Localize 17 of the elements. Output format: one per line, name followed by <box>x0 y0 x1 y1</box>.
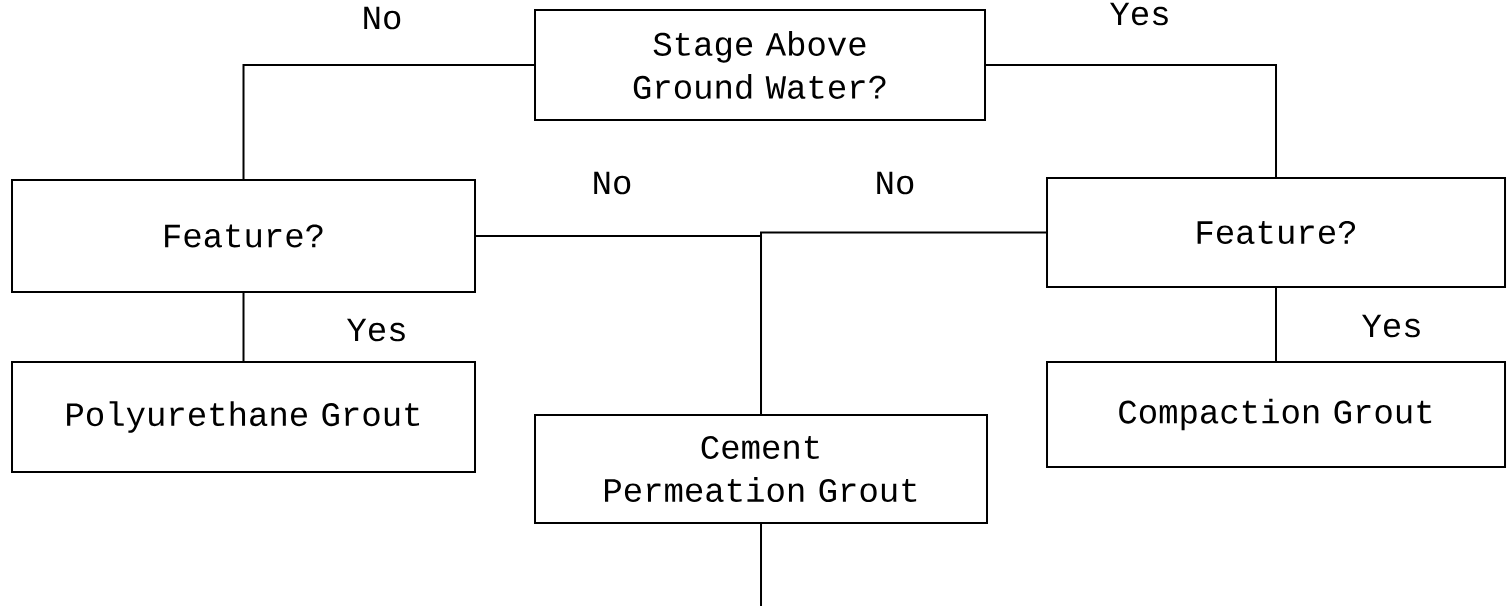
decision-box: Cement Permeation Grout <box>534 414 988 524</box>
connector-line <box>760 523 762 606</box>
decision-box: Polyurethane Grout <box>11 361 476 473</box>
edge-label: No <box>589 169 635 197</box>
edge-label: Yes <box>344 316 410 344</box>
decision-box: Stage Above Ground Water? <box>534 9 986 121</box>
decision-box: Compaction Grout <box>1046 361 1506 468</box>
decision-box: Feature? <box>1046 177 1506 288</box>
connector-line <box>985 64 1277 178</box>
connector-line <box>1275 287 1277 362</box>
connector-line <box>242 64 535 180</box>
edge-label: Yes <box>1107 0 1173 28</box>
edge-label: No <box>872 169 918 197</box>
edge-label: Yes <box>1359 312 1425 340</box>
decision-box: Feature? <box>11 179 476 293</box>
connector-line <box>242 292 245 362</box>
edge-label: No <box>359 4 405 32</box>
